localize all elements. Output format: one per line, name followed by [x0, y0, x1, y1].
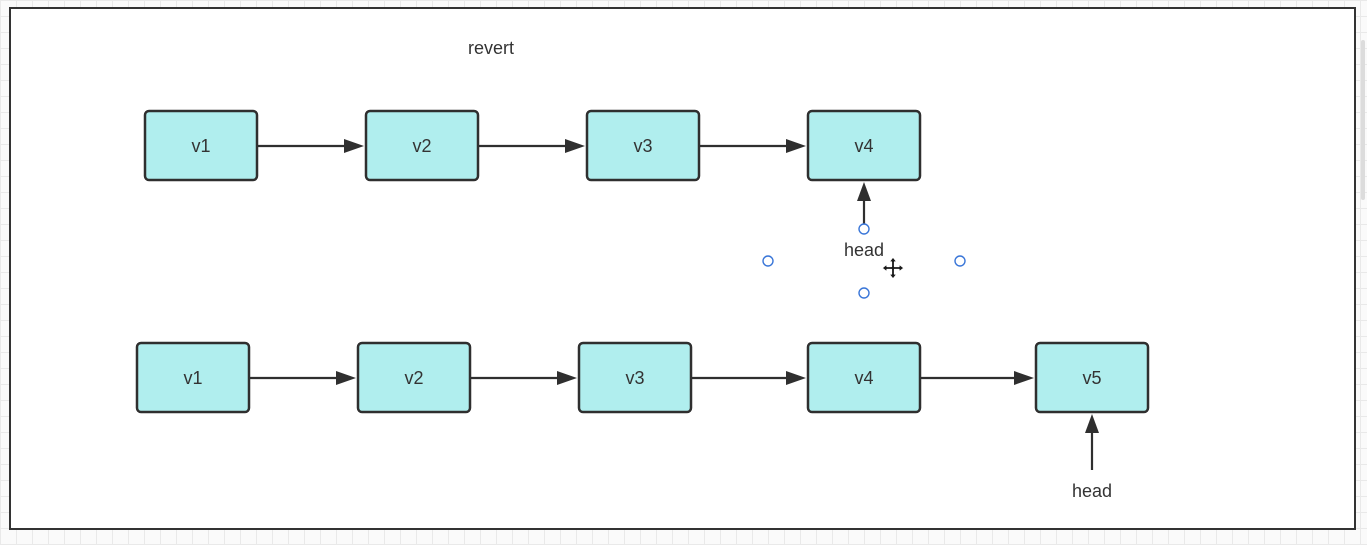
top-node-2[interactable]: v2 — [364, 109, 480, 182]
selection-handle-right[interactable] — [954, 255, 966, 267]
bottom-node-5-label: v5 — [1082, 368, 1101, 388]
bottom-arrowhead-4-5 — [1014, 371, 1034, 385]
top-arrowhead-2-3 — [565, 139, 585, 153]
top-head-label[interactable]: head — [844, 240, 884, 260]
selection-handle-top[interactable] — [858, 223, 870, 235]
bottom-node-1[interactable]: v1 — [135, 341, 251, 414]
bottom-node-2-label: v2 — [404, 368, 423, 388]
bottom-node-1-label: v1 — [183, 368, 202, 388]
bottom-node-5[interactable]: v5 — [1034, 341, 1150, 414]
top-node-4[interactable]: v4 — [806, 109, 922, 182]
diagram-frame[interactable] — [9, 7, 1356, 530]
bottom-node-4[interactable]: v4 — [806, 341, 922, 414]
bottom-node-4-label: v4 — [854, 368, 873, 388]
top-node-3[interactable]: v3 — [585, 109, 701, 182]
bottom-arrowhead-2-3 — [557, 371, 577, 385]
diagram-title[interactable]: revert — [468, 38, 514, 58]
bottom-arrowhead-3-4 — [786, 371, 806, 385]
selection-handle-left[interactable] — [762, 255, 774, 267]
top-head-label-group[interactable]: head — [762, 223, 966, 299]
top-node-2-label: v2 — [412, 136, 431, 156]
top-node-1[interactable]: v1 — [143, 109, 259, 182]
bottom-head-arrowhead — [1085, 414, 1099, 433]
bottom-node-2[interactable]: v2 — [356, 341, 472, 414]
bottom-node-3-label: v3 — [625, 368, 644, 388]
top-arrowhead-1-2 — [344, 139, 364, 153]
top-node-3-label: v3 — [633, 136, 652, 156]
top-node-1-label: v1 — [191, 136, 210, 156]
vertical-scrollbar[interactable] — [1361, 40, 1365, 200]
top-arrowhead-3-4 — [786, 139, 806, 153]
move-cursor-icon — [881, 256, 905, 280]
top-node-4-label: v4 — [854, 136, 873, 156]
top-head-arrowhead — [857, 182, 871, 201]
bottom-arrowhead-1-2 — [336, 371, 356, 385]
selection-handle-bottom[interactable] — [858, 287, 870, 299]
bottom-head-label[interactable]: head — [1072, 481, 1112, 501]
bottom-node-3[interactable]: v3 — [577, 341, 693, 414]
